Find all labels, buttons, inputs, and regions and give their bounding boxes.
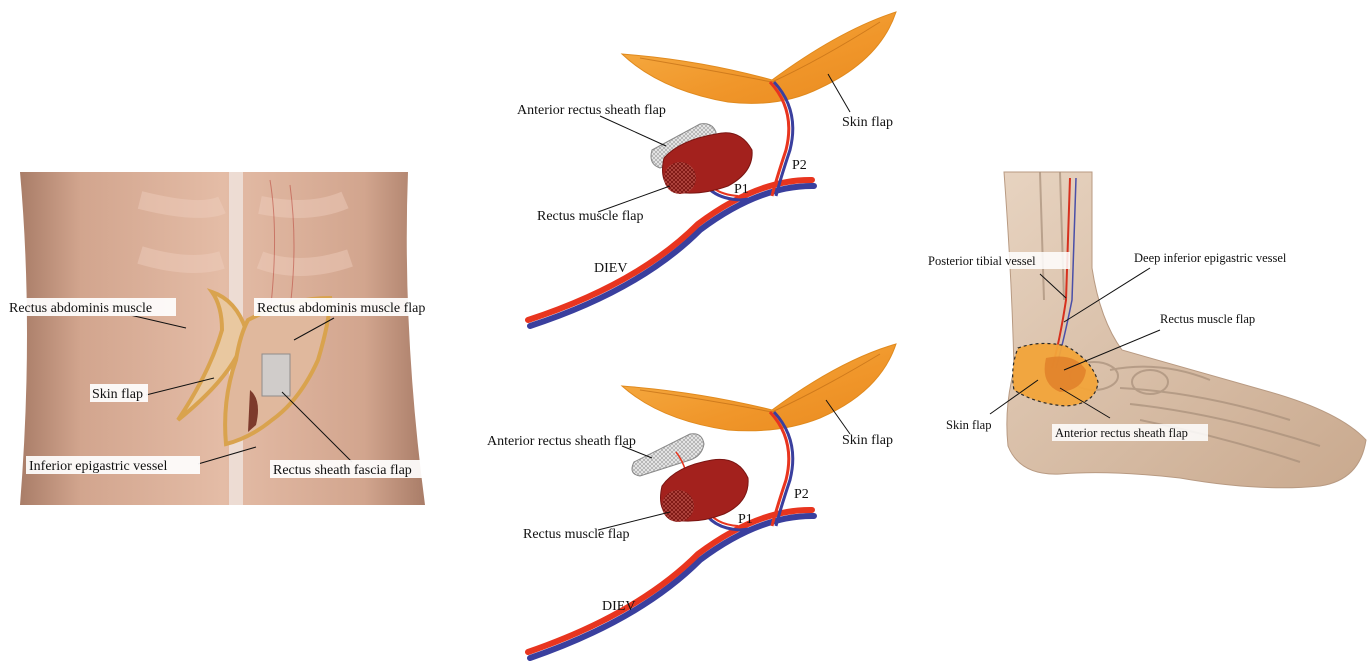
panel-foot: Posterior tibial vessel Deep inferior ep… bbox=[924, 172, 1366, 488]
label-rectus-sheath-fascia-flap: Rectus sheath fascia flap bbox=[273, 463, 412, 478]
label-posterior-tibial-vessel: Posterior tibial vessel bbox=[928, 254, 1036, 268]
skin-flap-leaf-bottom bbox=[622, 344, 896, 431]
label-p2-bottom: P2 bbox=[794, 487, 809, 502]
label-skin-flap-abdomen: Skin flap bbox=[92, 387, 143, 402]
label-diev-top: DIEV bbox=[594, 261, 627, 276]
diev-artery-top bbox=[528, 180, 812, 320]
label-rectus-muscle-flap-foot: Rectus muscle flap bbox=[1160, 312, 1255, 326]
label-skin-flap-top: Skin flap bbox=[842, 115, 893, 130]
label-rectus-muscle-flap-top: Rectus muscle flap bbox=[537, 209, 644, 224]
label-skin-flap-bottom: Skin flap bbox=[842, 433, 893, 448]
label-anterior-rectus-sheath-flap-foot: Anterior rectus sheath flap bbox=[1055, 426, 1188, 440]
label-p1-bottom: P1 bbox=[738, 512, 753, 527]
label-inferior-epigastric-vessel: Inferior epigastric vessel bbox=[29, 459, 167, 474]
label-diev-bottom: DIEV bbox=[602, 599, 635, 614]
rectus-sheath-fascia-flap bbox=[262, 354, 290, 396]
label-deep-inferior-epigastric-vessel: Deep inferior epigastric vessel bbox=[1134, 251, 1287, 265]
label-p2-top: P2 bbox=[792, 158, 807, 173]
label-rectus-abdominis-muscle-flap: Rectus abdominis muscle flap bbox=[257, 301, 425, 316]
skin-flap-leaf-top bbox=[622, 12, 896, 103]
panel-flap-diagram-bottom: Anterior rectus sheath flap Rectus muscl… bbox=[487, 344, 896, 658]
panel-abdomen: Rectus abdominis muscle Skin flap Inferi… bbox=[6, 172, 454, 505]
panel-flap-diagram-top: Anterior rectus sheath flap Rectus muscl… bbox=[517, 12, 896, 326]
label-p1-top: P1 bbox=[734, 182, 749, 197]
label-rectus-abdominis-muscle: Rectus abdominis muscle bbox=[9, 301, 152, 316]
muscle-cut-face-bottom bbox=[662, 490, 694, 522]
label-skin-flap-foot: Skin flap bbox=[946, 418, 991, 432]
label-anterior-rectus-sheath-flap-bottom: Anterior rectus sheath flap bbox=[487, 434, 636, 449]
muscle-cut-face-top bbox=[664, 162, 696, 194]
label-anterior-rectus-sheath-flap-top: Anterior rectus sheath flap bbox=[517, 103, 666, 118]
label-rectus-muscle-flap-bottom: Rectus muscle flap bbox=[523, 527, 630, 542]
